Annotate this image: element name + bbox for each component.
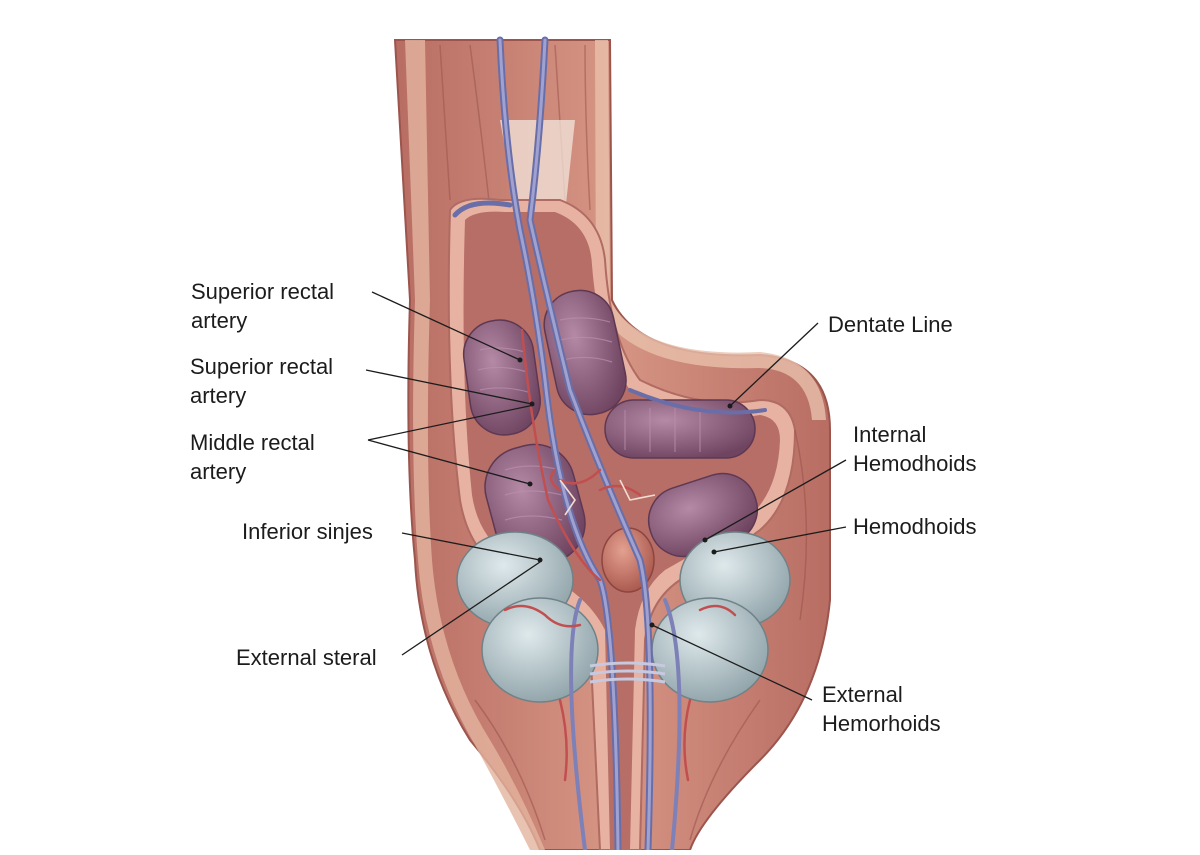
label-hemodhoids: Hemodhoids: [853, 514, 977, 539]
label-superior-rectal-artery-2: Superior rectal artery: [190, 354, 334, 408]
levator-muscle: [474, 429, 808, 841]
longitudinal-muscle-right: [595, 40, 826, 420]
leader-arrowheads: [517, 357, 733, 628]
label-external-hemorhoids: External Hemorhoids: [822, 682, 941, 736]
label-middle-rectal-artery: Middle rectal artery: [190, 430, 315, 484]
label-superior-rectal-artery-1: Superior rectal artery: [191, 279, 335, 333]
external-hemorrhoid-cushions: [456, 531, 791, 703]
rectal-veins: [452, 36, 767, 854]
rectal-arteries: [503, 328, 737, 782]
label-internal-hemodhoids: Internal Hemodhoids: [853, 422, 977, 476]
sphincter-bands: [589, 661, 666, 684]
label-inferior-sinjes: Inferior sinjes: [242, 519, 373, 544]
leader-lines: [365, 291, 847, 701]
nerve-fibres: [559, 479, 656, 516]
longitudinal-muscle: [405, 40, 545, 850]
label-dentate-line: Dentate Line: [828, 312, 953, 337]
label-external-steral: External steral: [236, 645, 377, 670]
